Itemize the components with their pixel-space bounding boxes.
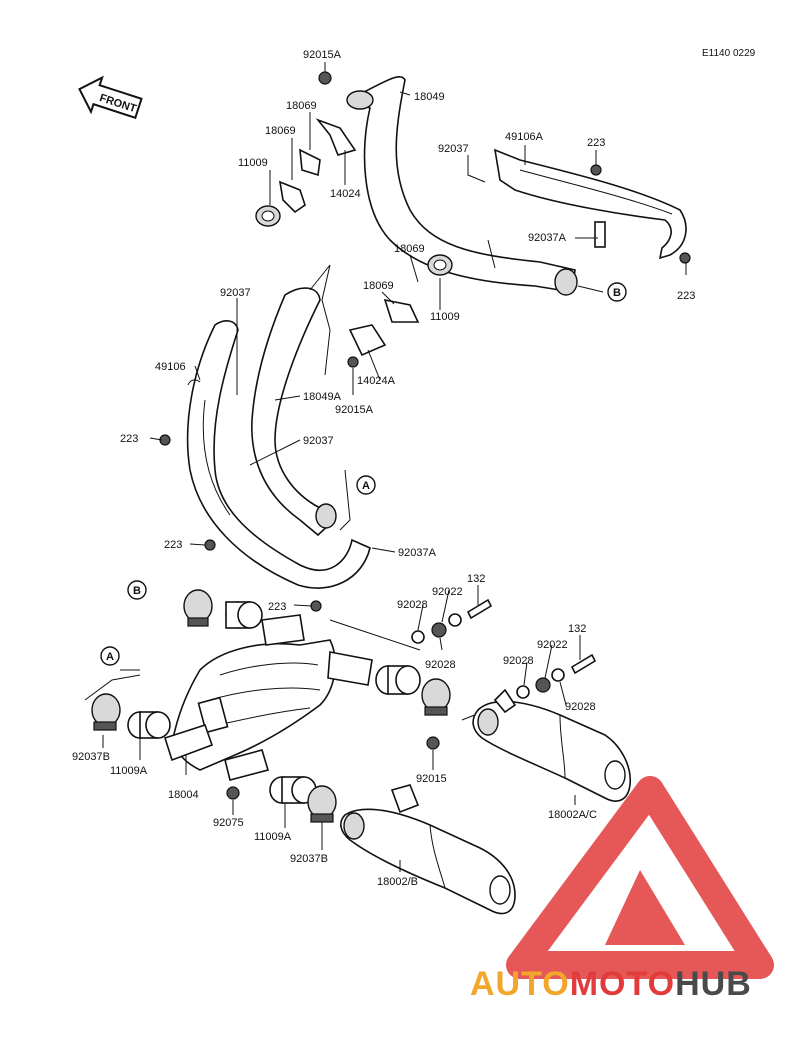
muffler-chamber xyxy=(163,614,373,781)
label-11009-a: 11009 xyxy=(238,157,268,169)
label-14024A: 14024A xyxy=(357,375,396,387)
label-14024: 14024 xyxy=(330,188,361,200)
label-92028-d: 92028 xyxy=(565,701,596,713)
ref-marker-a-lower: A xyxy=(100,646,120,666)
front-arrow: FRONT xyxy=(78,75,143,120)
ref-marker-a-upper: A xyxy=(356,475,376,495)
flange-group-mid xyxy=(347,254,453,368)
ref-marker-b-lower: B xyxy=(127,580,147,600)
label-92037B-mid: 92037B xyxy=(290,853,328,865)
svg-text:A: A xyxy=(362,480,370,492)
label-223-top: 223 xyxy=(587,137,605,149)
label-92028-b: 92028 xyxy=(425,659,456,671)
label-18049A: 18049A xyxy=(303,391,342,403)
label-18004: 18004 xyxy=(168,789,199,801)
leader-lines xyxy=(102,62,687,872)
diagram-code: E1140 0229 xyxy=(702,48,756,59)
label-223-low: 223 xyxy=(164,539,182,551)
label-18002A-C: 18002A/C xyxy=(548,809,597,821)
watermark-text: AUTOMOTOHUB xyxy=(470,965,752,1003)
label-92015A-top: 92015A xyxy=(303,49,342,61)
label-92037A-mid: 92037A xyxy=(398,547,437,559)
flange-group-top xyxy=(255,71,357,227)
watermark-logo xyxy=(506,776,774,979)
label-92037B-left: 92037B xyxy=(72,751,110,763)
silencer-left xyxy=(340,784,516,915)
label-92022-b: 92022 xyxy=(537,639,568,651)
label-132-b: 132 xyxy=(568,623,586,635)
svg-text:B: B xyxy=(613,287,621,299)
exhaust-pipe-upper xyxy=(345,75,578,296)
label-92037A-top: 92037A xyxy=(528,232,567,244)
label-11009-b: 11009 xyxy=(430,311,460,323)
exhaust-pipe-lower xyxy=(251,287,337,537)
label-92015A-mid: 92015A xyxy=(335,404,374,416)
label-18069-b: 18069 xyxy=(265,125,296,137)
heat-shield-lower xyxy=(186,320,371,589)
label-92037-mid2: 92037 xyxy=(303,435,334,447)
svg-text:B: B xyxy=(133,585,141,597)
label-18069-d: 18069 xyxy=(363,280,394,292)
label-223-right: 223 xyxy=(677,290,695,302)
label-18069-c: 18069 xyxy=(394,243,425,255)
svg-text:A: A xyxy=(106,651,114,663)
label-92028-c: 92028 xyxy=(503,655,534,667)
ref-marker-b-upper: B xyxy=(607,282,627,302)
label-92075: 92075 xyxy=(213,817,244,829)
label-92037-mid: 92037 xyxy=(220,287,251,299)
guide-lines xyxy=(84,264,501,721)
clamps-and-sleeves xyxy=(91,589,451,823)
label-11009A-left: 11009A xyxy=(110,765,148,777)
heat-shield-upper xyxy=(493,148,687,260)
label-92015: 92015 xyxy=(416,773,447,785)
label-223-left: 223 xyxy=(120,433,138,445)
label-18049: 18049 xyxy=(414,91,445,103)
label-18069-a: 18069 xyxy=(286,100,317,112)
label-11009A-mid: 11009A xyxy=(254,831,292,843)
label-92037-top: 92037 xyxy=(438,143,469,155)
part-labels: 92015A 18049 18069 18069 11009 14024 920… xyxy=(72,49,695,888)
label-92022-a: 92022 xyxy=(432,586,463,598)
label-49106A: 49106A xyxy=(505,131,544,143)
label-92028-a: 92028 xyxy=(397,599,428,611)
label-223-center: 223 xyxy=(268,601,286,613)
label-18002-B: 18002/B xyxy=(377,876,418,888)
silencer-right xyxy=(472,688,631,802)
hardware xyxy=(159,164,691,699)
label-132-a: 132 xyxy=(467,573,485,585)
label-49106: 49106 xyxy=(155,361,186,373)
